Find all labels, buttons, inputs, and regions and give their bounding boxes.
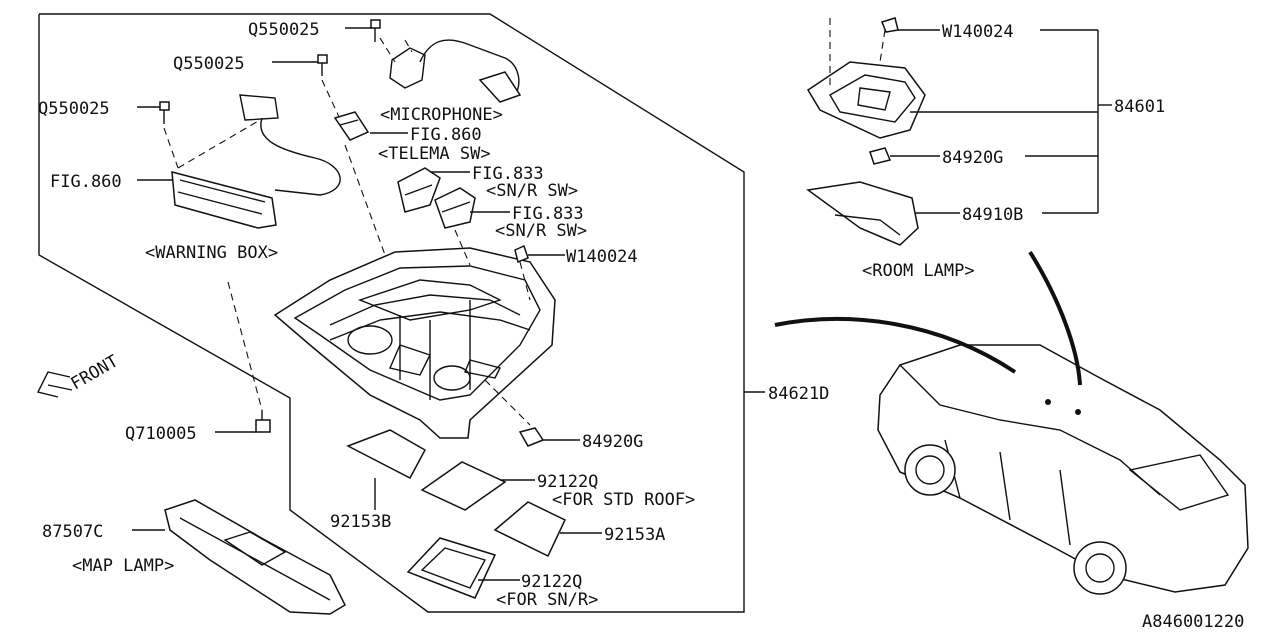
label-84920g-console: 84920G [582, 432, 643, 452]
pointer-map-lamp [774, 317, 1017, 374]
label-telema-sw: <TELEMA SW> [378, 144, 491, 164]
label-microphone: <MICROPHONE> [380, 105, 503, 125]
label-84910b: 84910B [962, 205, 1023, 225]
lens-92153a [493, 501, 566, 558]
clip-w140024-room [881, 17, 899, 33]
snr-switch-a-part [397, 167, 441, 213]
label-warning-box: <WARNING BOX> [145, 243, 278, 263]
telema-switch-part [333, 111, 370, 141]
label-for-std-roof: <FOR STD ROOF> [552, 490, 695, 510]
screw-q550025-a [370, 19, 381, 42]
clip-w140024-console [514, 244, 529, 264]
label-snr-sw-a: <SN/R SW> [486, 181, 578, 201]
lens-92122q-snr [406, 537, 497, 599]
label-q710005: Q710005 [125, 424, 197, 444]
label-q550025-b: Q550025 [173, 54, 245, 74]
warning-box-part [171, 94, 341, 229]
label-84621d: 84621D [768, 384, 829, 404]
label-fig860-warning: FIG.860 [50, 172, 122, 192]
label-84920g-room: 84920G [942, 148, 1003, 168]
overhead-console-84621d [273, 247, 556, 439]
bulb-84920g-console [518, 427, 545, 447]
vehicle-illustration [877, 344, 1249, 595]
room-lamp-assembly-84601 [806, 18, 926, 139]
label-for-snr: <FOR SN/R> [496, 590, 598, 610]
screw-q550025-c [159, 101, 170, 124]
label-92153b: 92153B [330, 512, 391, 532]
screw-q550025-b [317, 54, 328, 76]
label-fig833-b: FIG.833 [512, 204, 584, 224]
map-lamp-87507c [164, 499, 346, 615]
front-arrow-icon [36, 371, 73, 398]
label-fig860-telema: FIG.860 [410, 125, 482, 145]
label-fig833-a: FIG.833 [472, 164, 544, 184]
bulb-84920g-room [869, 147, 892, 165]
label-w140024-room: W140024 [942, 22, 1014, 42]
snr-switch-b-part [434, 187, 476, 229]
label-92122q-std: 92122Q [537, 472, 598, 492]
lens-92122q-std [420, 461, 507, 511]
label-87507c: 87507C [42, 522, 103, 542]
label-92153a: 92153A [604, 525, 665, 545]
microphone-part [379, 37, 522, 103]
label-snr-sw-b: <SN/R SW> [495, 221, 587, 241]
label-front: FRONT [68, 351, 122, 394]
label-q550025-c: Q550025 [38, 99, 110, 119]
assembly-boundary [38, 13, 745, 613]
label-map-lamp: <MAP LAMP> [72, 556, 174, 576]
label-84601: 84601 [1114, 97, 1165, 117]
label-w140024-console: W140024 [566, 247, 638, 267]
label-ref-code: A846001220 [1142, 612, 1244, 632]
bolt-q710005 [255, 410, 271, 433]
label-92122q-snr: 92122Q [521, 572, 582, 592]
label-q550025-a: Q550025 [248, 20, 320, 40]
pointer-room-lamp [1028, 250, 1082, 386]
label-room-lamp: <ROOM LAMP> [862, 261, 975, 281]
lens-92153b [346, 429, 427, 480]
lens-84910b [806, 181, 919, 246]
